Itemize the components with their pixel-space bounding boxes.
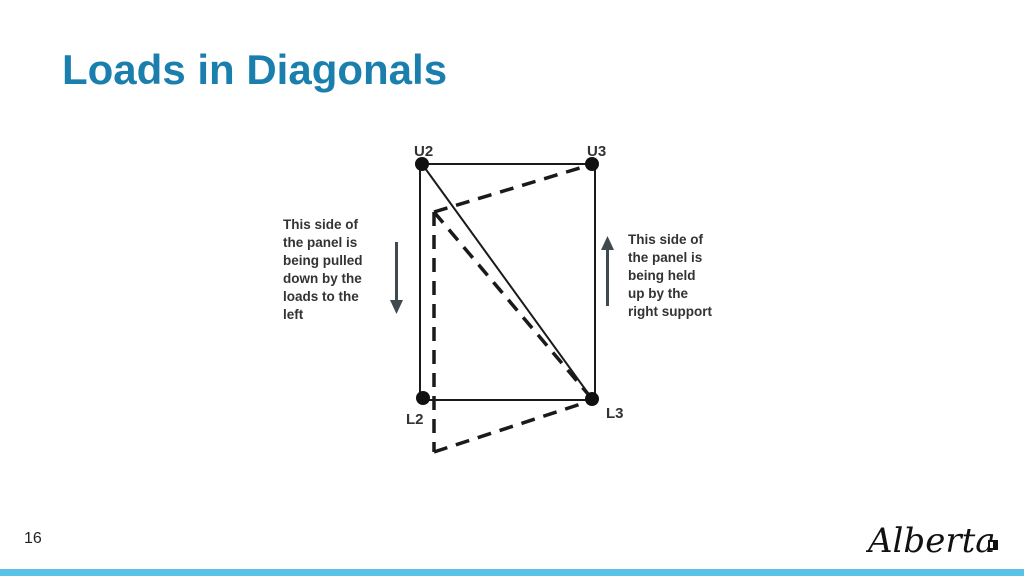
- original-panel: [419, 163, 596, 401]
- diagonal-member: [421, 163, 594, 401]
- left-note-line: the panel is: [283, 235, 358, 250]
- up-arrow-icon: [601, 236, 614, 306]
- joint-u3: [585, 157, 599, 171]
- left-note-line: down by the: [283, 271, 362, 286]
- right-note-line: This side of: [628, 232, 704, 247]
- left-note-line: being pulled: [283, 253, 363, 268]
- right-side-note: This side of the panel is being held up …: [628, 231, 738, 321]
- joint-l2: [416, 391, 430, 405]
- deformed-diagonal: [432, 210, 595, 402]
- page-number: 16: [24, 530, 42, 547]
- joint-u2: [415, 157, 429, 171]
- right-note-line: the panel is: [628, 250, 703, 265]
- slide-title: Loads in Diagonals: [62, 46, 448, 93]
- left-side-note: This side of the panel is being pulled d…: [283, 216, 383, 324]
- left-note-line: This side of: [283, 217, 359, 232]
- joint-l3: [585, 392, 599, 406]
- right-note-line: right support: [628, 304, 712, 319]
- label-u2: U2: [414, 143, 433, 160]
- right-note-line: up by the: [628, 286, 688, 301]
- alberta-logo-text: Alberta: [866, 521, 996, 561]
- deformed-top: [433, 162, 594, 214]
- deformed-bottom: [433, 398, 594, 454]
- label-l3: L3: [606, 405, 624, 422]
- alberta-logo: Alberta: [866, 521, 998, 561]
- deformed-panel: [432, 162, 595, 454]
- down-arrow-icon: [390, 242, 403, 314]
- left-note-line: loads to the: [283, 289, 359, 304]
- left-note-line: left: [283, 307, 304, 322]
- label-l2: L2: [406, 411, 424, 428]
- bottom-accent-bar: [0, 569, 1024, 576]
- label-u3: U3: [587, 143, 606, 160]
- right-note-line: being held: [628, 268, 696, 283]
